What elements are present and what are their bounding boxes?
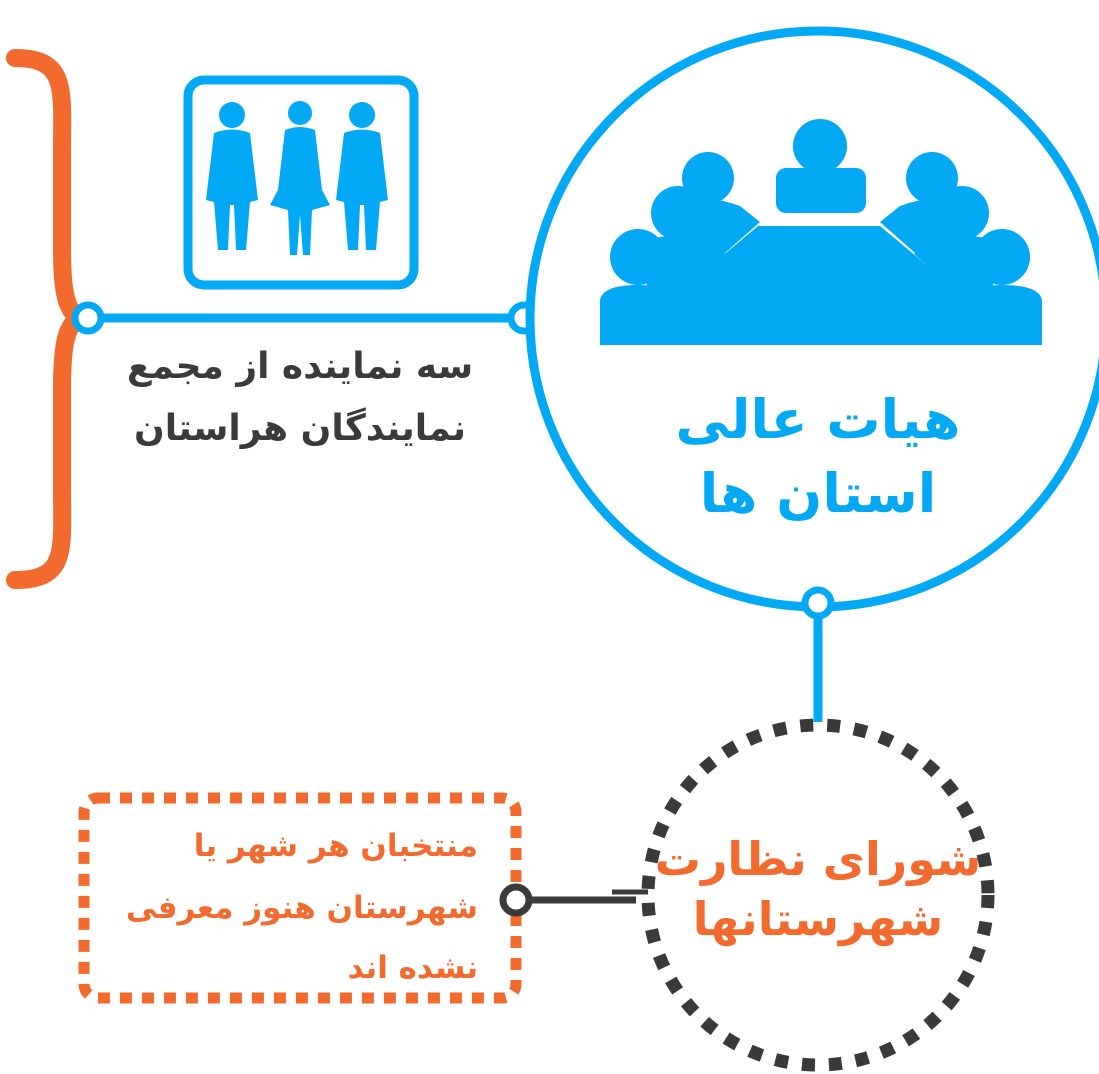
note-text-line1: منتخبان هر شهر یا (194, 828, 478, 864)
sub-node-title-line2: شهرستانها (693, 892, 943, 946)
connector-node-note (499, 883, 533, 917)
sub-node-circle (641, 718, 995, 1072)
representatives-label-line1: سه نماینده از مجمع (127, 346, 473, 387)
note-text-line2: شهرستان هنوز معرفی (126, 890, 478, 926)
three-people-silhouette-icon (206, 101, 388, 255)
note-text-line3: نشده اند (348, 950, 478, 986)
people-box (183, 75, 419, 290)
sub-node-title-line1: شورای نظارت (655, 832, 982, 886)
main-node-title-line2: استان ها (700, 462, 937, 525)
connector-node-bottom (801, 586, 835, 620)
representatives-label-line2: نمایندگان هراستان (134, 407, 466, 449)
main-node-title-line1: هیات عالی (676, 388, 961, 451)
meeting-table-people-icon (600, 119, 1042, 345)
connector-node-left (71, 301, 105, 335)
